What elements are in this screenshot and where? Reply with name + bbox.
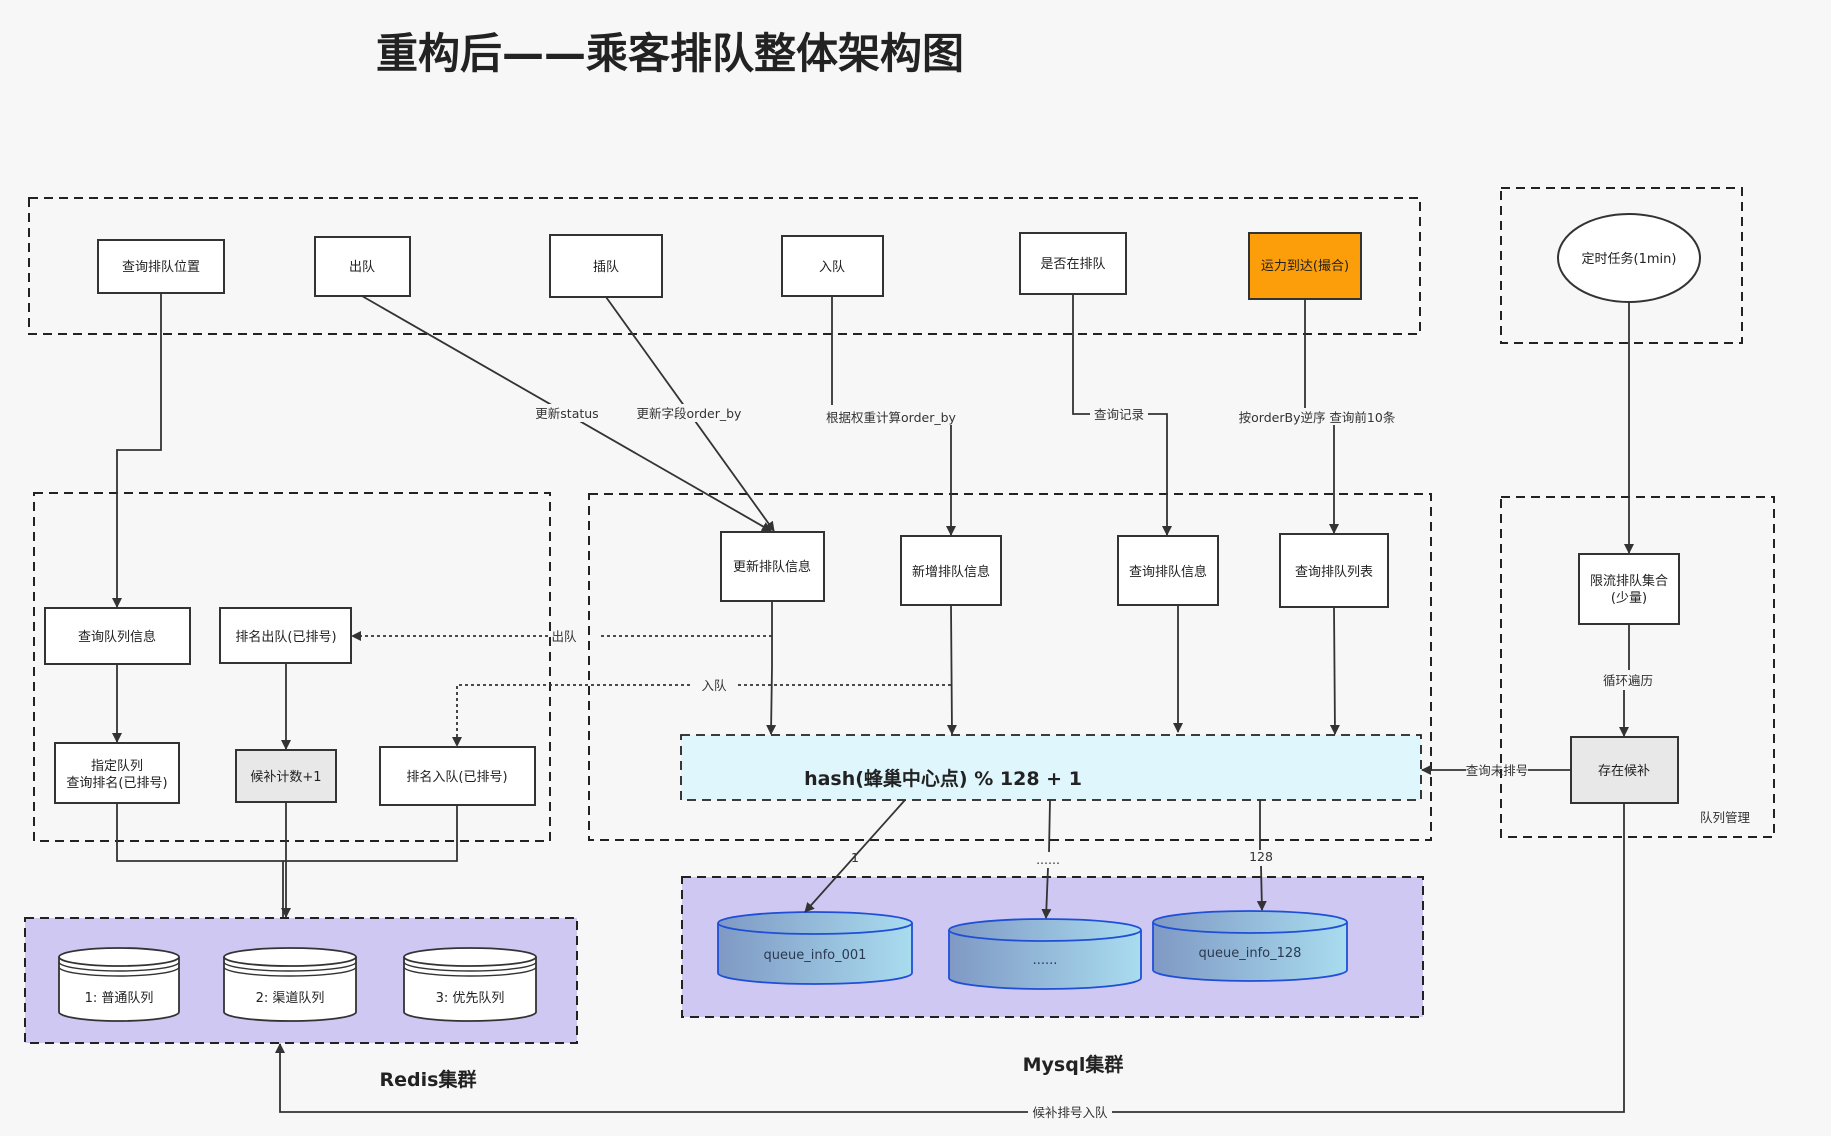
redis-queue-normal: 1: 普通队列 <box>58 947 180 1022</box>
hash-router-label: hash(蜂巢中心点) % 128 + 1 <box>804 767 1082 790</box>
redis-queue-normal-label: 1: 普通队列 <box>85 991 154 1006</box>
mysql-table-001: queue_info_001 <box>717 911 913 985</box>
label-bg-update-order-by <box>634 404 744 422</box>
operations-group <box>28 197 1421 335</box>
label-shard-1: 1 <box>851 850 859 865</box>
label-shard-mid: ...... <box>1036 852 1060 867</box>
label-update-status: 更新status <box>535 406 598 421</box>
label-update-order-by: 更新字段order_by <box>637 406 743 421</box>
rank-dequeue-box[interactable] <box>219 607 352 664</box>
label-bg-update-status <box>532 404 602 422</box>
label-dotted-dequeue: 出队 <box>551 629 577 644</box>
rank-enqueue-box[interactable] <box>379 746 536 806</box>
label-dotted-enqueue: 入队 <box>701 678 727 693</box>
jump-queue-label: 插队 <box>593 260 619 275</box>
timer-label: 定时任务(1min) <box>1582 251 1677 267</box>
rank-dequeue-label: 排名出队(已排号) <box>235 629 336 645</box>
edge-update-hash <box>766 601 777 735</box>
mysql-table-128-label: queue_info_128 <box>1199 946 1302 961</box>
hash-router-box <box>680 734 1422 801</box>
rate-limit-line2: (少量) <box>1611 591 1647 606</box>
add-info-label: 新增排队信息 <box>912 564 990 580</box>
redis-queue-priority: 3: 优先队列 <box>403 947 537 1022</box>
edge-hash-table-mid-b <box>1041 867 1052 919</box>
rate-limit-line1: 限流排队集合 <box>1590 573 1668 589</box>
label-calc-order-by: 根据权重计算order_by <box>826 410 957 425</box>
add-info-box[interactable] <box>900 535 1002 606</box>
redis-queue-priority-label: 3: 优先队列 <box>436 991 505 1006</box>
edge-candidate-a <box>1112 803 1625 1113</box>
dequeue-label: 出队 <box>349 260 375 275</box>
specify-rank-box[interactable] <box>54 742 180 804</box>
capacity-arrive-label: 运力到达(撮合) <box>1261 258 1349 274</box>
edge-hash-table-mid-a <box>1048 799 1051 853</box>
is-queued-label: 是否在排队 <box>1040 257 1105 272</box>
mysql-cluster-label: Mysql集群 <box>1023 1053 1124 1076</box>
query-position-label: 查询排队位置 <box>122 260 200 275</box>
queue-management-group <box>1500 496 1775 838</box>
query-info-label: 查询排队信息 <box>1129 564 1207 580</box>
edge-dotted-enqueue-b <box>452 684 690 747</box>
rank-enqueue-label: 排名入队(已排号) <box>406 769 507 785</box>
enqueue-box[interactable] <box>781 235 884 297</box>
label-query-unranked: 查询未排号 <box>1466 763 1529 778</box>
is-queued-box[interactable] <box>1019 232 1127 295</box>
edge-is-queued-a <box>1072 294 1090 415</box>
candidate-count-label: 候补计数+1 <box>250 770 321 785</box>
edge-querylist-hash <box>1329 606 1340 735</box>
dequeue-box[interactable] <box>314 236 411 297</box>
query-list-label: 查询排队列表 <box>1295 565 1373 580</box>
edge-query-position <box>112 293 162 608</box>
edge-candidate-b <box>275 1043 1028 1113</box>
scheduler-group <box>1500 187 1743 344</box>
label-candidate-enqueue: 候补排号入队 <box>1032 1105 1108 1120</box>
mysql-table-001-label: queue_info_001 <box>764 948 867 963</box>
label-shard-128: 128 <box>1249 849 1273 864</box>
store-candidate-label: 存在候补 <box>1598 764 1650 779</box>
specify-rank-line2: 查询排名(已排号) <box>66 775 167 791</box>
label-query-record: 查询记录 <box>1094 407 1144 422</box>
label-loop: 循环遍历 <box>1603 673 1653 688</box>
capacity-arrive-box[interactable] <box>1248 232 1362 300</box>
edge-hash-table-128-b <box>1256 865 1267 911</box>
mysql-ops-group <box>588 493 1432 841</box>
edge-redis-merge <box>116 803 458 862</box>
mysql-table-mid-label: ...... <box>1033 953 1058 968</box>
query-position-box[interactable] <box>97 239 225 294</box>
label-order-top10: 按orderBy逆序 查询前10条 <box>1239 410 1396 425</box>
update-info-label: 更新排队信息 <box>733 559 811 575</box>
edge-is-queued-b <box>1148 413 1172 536</box>
redis-ops-group <box>33 492 551 842</box>
enqueue-label: 入队 <box>819 260 845 275</box>
edge-hash-table-001 <box>804 799 906 913</box>
rate-limit-box[interactable] <box>1578 553 1680 625</box>
edge-add-hash <box>946 604 957 735</box>
query-info-box[interactable] <box>1117 535 1219 606</box>
redis-queue-channel-label: 2: 渠道队列 <box>256 991 325 1006</box>
queue-management-label: 队列管理 <box>1700 810 1751 825</box>
page-title: 重构后——乘客排队整体架构图 <box>376 29 964 78</box>
mysql-table-mid: ...... <box>948 918 1142 990</box>
specify-rank-line1: 指定队列 <box>91 759 143 774</box>
query-queue-info-label: 查询队列信息 <box>78 629 156 645</box>
update-info-box[interactable] <box>720 531 825 602</box>
mysql-table-128: queue_info_128 <box>1152 910 1348 982</box>
redis-cluster-label: Redis集群 <box>380 1068 477 1091</box>
redis-queue-channel: 2: 渠道队列 <box>223 947 357 1022</box>
